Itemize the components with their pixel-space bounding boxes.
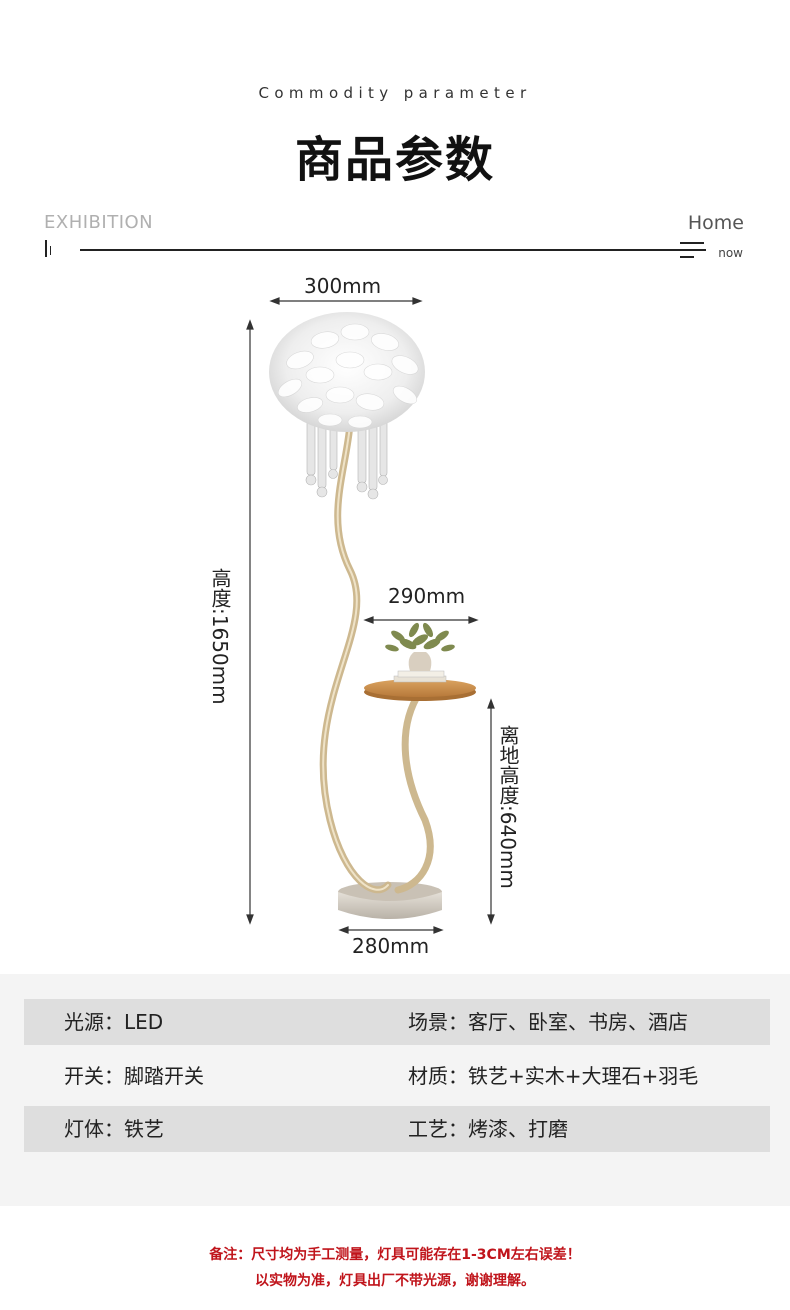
now-label: now bbox=[718, 246, 743, 260]
base-width-label: 280mm bbox=[352, 934, 430, 958]
tray-width-label: 290mm bbox=[388, 584, 466, 608]
tray-stem bbox=[394, 688, 434, 894]
tray-height-label: 离地高度:640mm bbox=[496, 725, 520, 889]
spec-row: 开关：脚踏开关 材质：铁艺+实木+大理石+羽毛 bbox=[24, 1053, 770, 1099]
note-line-1: 备注：尺寸均为手工测量，灯具可能存在1-3CM左右误差！ bbox=[209, 1247, 581, 1263]
home-label: Home bbox=[687, 212, 744, 234]
spec-row: 灯体：铁艺 工艺：烤漆、打磨 bbox=[24, 1106, 770, 1152]
spec-scene: 场景：客厅、卧室、书房、酒店 bbox=[408, 1010, 688, 1034]
spec-craft: 工艺：烤漆、打磨 bbox=[408, 1117, 568, 1141]
tray-height-arrow bbox=[487, 698, 495, 925]
spec-body: 灯体：铁艺 bbox=[64, 1117, 164, 1141]
floor-lamp-illustration bbox=[246, 297, 495, 934]
page-title: 商品参数 bbox=[294, 132, 495, 188]
shade-width-label: 300mm bbox=[304, 274, 382, 298]
plant-vase bbox=[408, 652, 432, 671]
wooden-tray bbox=[364, 679, 476, 697]
left-tick-mark bbox=[45, 240, 47, 257]
marble-base-side bbox=[338, 892, 442, 919]
tray-width-arrow bbox=[363, 616, 479, 624]
exhibition-label: EXHIBITION bbox=[44, 212, 154, 233]
spec-switch: 开关：脚踏开关 bbox=[64, 1064, 204, 1088]
total-height-label: 高度:1650mm bbox=[208, 568, 232, 705]
note-line-2: 以实物为准，灯具出厂不带光源，谢谢理解。 bbox=[255, 1273, 535, 1289]
subtitle-en: Commodity parameter bbox=[258, 84, 532, 102]
total-height-arrow bbox=[246, 319, 254, 925]
left-tick-mark-small bbox=[50, 246, 51, 255]
spec-row: 光源：LED 场景：客厅、卧室、书房、酒店 bbox=[24, 999, 770, 1045]
shade-width-arrow bbox=[269, 297, 423, 305]
base-width-arrow bbox=[338, 926, 444, 934]
feather-texture bbox=[277, 323, 419, 429]
spec-light-source: 光源：LED bbox=[64, 1010, 164, 1034]
menu-lines-icon bbox=[680, 242, 704, 260]
spec-material: 材质：铁艺+实木+大理石+羽毛 bbox=[408, 1064, 699, 1088]
header-divider bbox=[80, 249, 706, 251]
plant-leaves bbox=[385, 622, 455, 652]
